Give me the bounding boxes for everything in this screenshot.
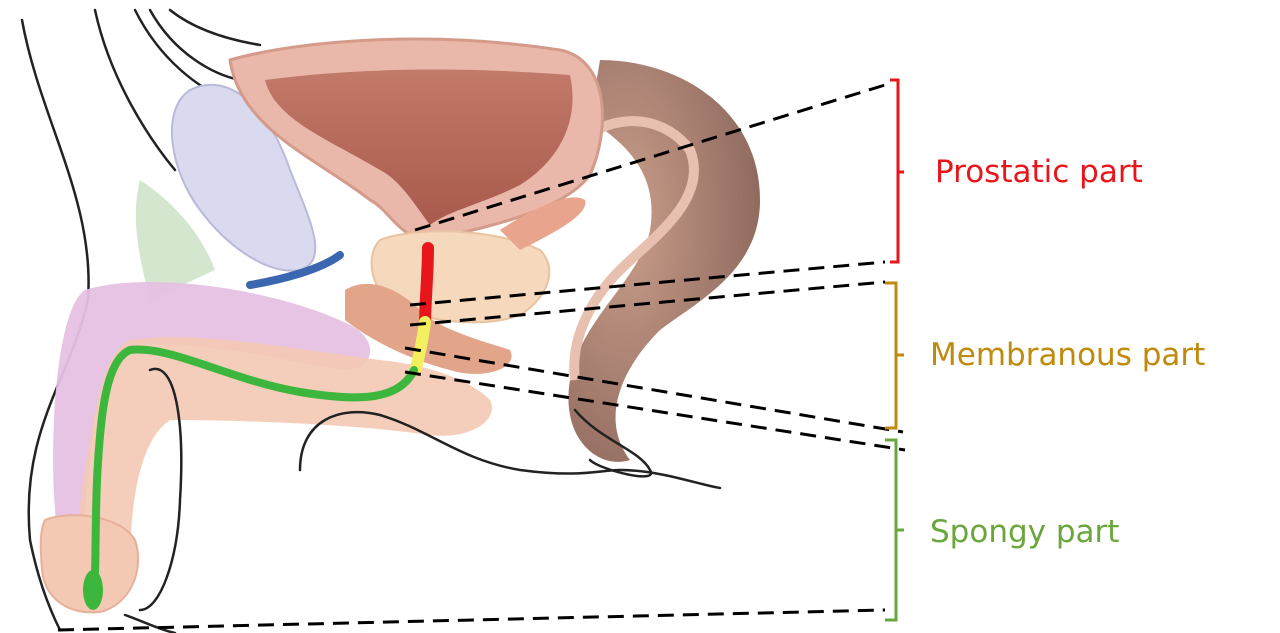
bracket-spongy [885,440,904,620]
bracket-membranous [885,283,904,428]
abdominal-wall-line [95,10,175,170]
prostatic-urethra [425,248,428,320]
peritoneum-line-inner [150,10,240,80]
peritoneum-top [170,10,260,45]
label-prostatic-part: Prostatic part [935,154,1143,190]
label-spongy-part: Spongy part [930,514,1119,550]
penis-outline-inner [125,615,175,633]
leader-spongy-bottom [58,610,885,630]
label-membranous-part: Membranous part [930,337,1205,373]
bracket-prostatic [890,80,904,262]
corpus-spongiosum [77,337,492,611]
navicular-fossa [83,570,103,610]
